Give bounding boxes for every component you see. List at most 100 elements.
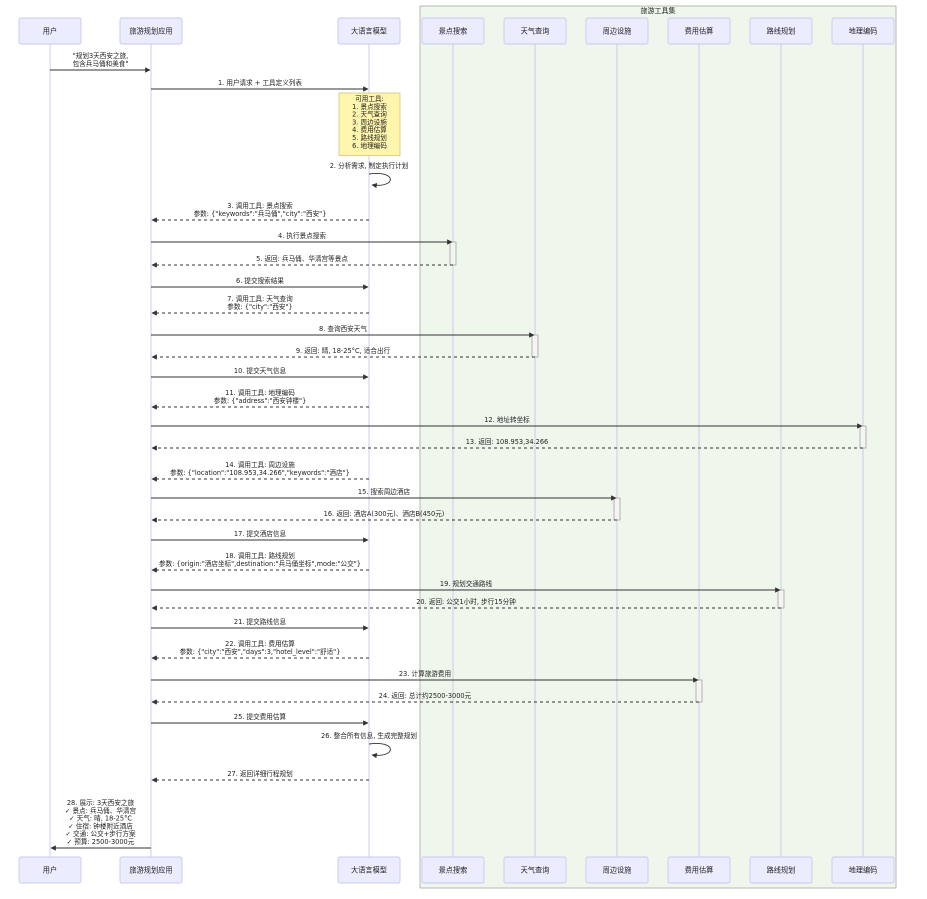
activation-spot bbox=[449, 241, 457, 266]
message-3: 2. 分析需求, 制定执行计划 bbox=[330, 161, 409, 189]
actor-label-weather-bottom: 天气查询 bbox=[521, 866, 550, 875]
lifeline-layer bbox=[49, 44, 864, 857]
message-7: 6. 提交搜索结果 bbox=[151, 276, 369, 290]
actor-box-user-bottom bbox=[18, 856, 82, 884]
actor-box-nearby-top bbox=[585, 17, 649, 45]
message-17: 16. 返回: 酒店A(300元)、酒店B(450元) bbox=[151, 509, 617, 523]
note-line: 5. 路线规划 bbox=[352, 133, 387, 142]
message-14: 13. 返回: 108.953,34.266 bbox=[151, 438, 863, 451]
message-2: 1. 用户请求 + 工具定义列表 bbox=[151, 78, 369, 92]
message-27: 26. 整合所有信息, 生成完整规划 bbox=[321, 731, 417, 759]
actor-box-llm-bottom bbox=[337, 856, 401, 884]
tools-note bbox=[338, 92, 401, 156]
message-label: 参数: {"location":"108.953,34.266","keywor… bbox=[170, 468, 350, 477]
message-label: 7. 调用工具: 天气查询 bbox=[227, 294, 293, 303]
self-arrow bbox=[368, 172, 391, 189]
message-label: 21. 提交路线信息 bbox=[234, 617, 287, 626]
message-6: 5. 返回: 兵马俑、华清宫等景点 bbox=[151, 254, 453, 268]
activation-weather bbox=[531, 334, 539, 358]
actor-box-spot-top bbox=[421, 17, 485, 45]
message-28: 27. 返回详细行程规划 bbox=[151, 769, 369, 783]
actor-label-spot-top: 景点搜索 bbox=[439, 27, 468, 36]
actor-box-user-top bbox=[18, 17, 82, 45]
actor-box-geo-bottom bbox=[831, 856, 895, 884]
message-label: 参数: {origin:"酒店坐标",destination:"兵马俑坐标",m… bbox=[159, 559, 361, 568]
actor-label-llm-bottom: 大语言模型 bbox=[351, 866, 387, 875]
actor-label-app-top: 旅游规划应用 bbox=[129, 27, 172, 36]
actor-box-llm-top bbox=[337, 17, 401, 45]
actor-layer: 用户用户旅游规划应用旅游规划应用大语言模型大语言模型景点搜索景点搜索天气查询天气… bbox=[18, 17, 895, 884]
activation-route bbox=[777, 589, 785, 609]
actor-label-app-bottom: 旅游规划应用 bbox=[129, 866, 172, 875]
actor-box-spot-bottom bbox=[421, 856, 485, 884]
note-line: 可用工具: bbox=[355, 95, 384, 103]
message-label: 17. 提交酒店信息 bbox=[234, 529, 287, 538]
note-line: 2. 天气查询 bbox=[352, 110, 387, 119]
message-16: 15. 搜索周边酒店 bbox=[151, 487, 617, 501]
actor-box-app-top bbox=[119, 17, 183, 45]
message-24: 23. 计算旅游费用 bbox=[151, 669, 699, 683]
message-label: ✓ 景点: 兵马俑、华清宫 bbox=[65, 806, 137, 815]
actor-box-nearby-bottom bbox=[585, 856, 649, 884]
actor-label-route-bottom: 路线规划 bbox=[767, 866, 796, 875]
message-label: ✓ 住宿: 钟楼附近酒店 bbox=[68, 821, 133, 830]
message-label: 6. 提交搜索结果 bbox=[236, 276, 284, 285]
actor-box-weather-top bbox=[503, 17, 567, 45]
message-label: 24. 返回: 总计约2500-3000元 bbox=[379, 691, 472, 700]
actor-label-nearby-top: 周边设施 bbox=[603, 27, 632, 36]
activation-cost bbox=[695, 679, 703, 703]
message-11: 10. 提交天气信息 bbox=[151, 366, 369, 380]
message-label: 参数: {"keywords":"兵马俑","city":"西安"} bbox=[194, 209, 327, 218]
activation-nearby bbox=[613, 497, 621, 521]
message-26: 25. 提交费用估算 bbox=[151, 712, 369, 726]
message-22: 21. 提交路线信息 bbox=[151, 617, 369, 631]
message-label: 1. 用户请求 + 工具定义列表 bbox=[218, 78, 302, 87]
message-29: 28. 展示: 3天西安之旅✓ 景点: 兵马俑、华清宫✓ 天气: 晴, 18-2… bbox=[50, 798, 151, 851]
actor-box-cost-bottom bbox=[667, 856, 731, 884]
message-label: 12. 地址转坐标 bbox=[484, 415, 530, 424]
note-line: 4. 费用估算 bbox=[352, 125, 387, 134]
message-label: 16. 返回: 酒店A(300元)、酒店B(450元) bbox=[324, 509, 445, 518]
actor-box-geo-top bbox=[831, 17, 895, 45]
message-1: "规划3天西安之旅,包含兵马俑和美食" bbox=[50, 51, 151, 73]
message-label: ✓ 天气: 晴, 18-25°C bbox=[69, 814, 132, 823]
actor-label-nearby-bottom: 周边设施 bbox=[603, 866, 632, 875]
actor-label-user-top: 用户 bbox=[43, 27, 57, 36]
actor-label-cost-bottom: 费用估算 bbox=[685, 866, 714, 875]
message-label: 13. 返回: 108.953,34.266 bbox=[466, 438, 549, 446]
actor-label-spot-bottom: 景点搜索 bbox=[439, 866, 468, 875]
message-9: 8. 查询西安天气 bbox=[151, 324, 535, 338]
message-label: 27. 返回详细行程规划 bbox=[227, 769, 293, 778]
message-20: 19. 规划交通路线 bbox=[151, 579, 781, 593]
message-label: 28. 展示: 3天西安之旅 bbox=[67, 798, 135, 807]
message-label: ✓ 交通: 公交+步行方案 bbox=[65, 829, 136, 838]
message-label: 19. 规划交通路线 bbox=[440, 579, 493, 588]
message-label: 2. 分析需求, 制定执行计划 bbox=[330, 161, 409, 170]
message-label: "规划3天西安之旅, bbox=[73, 51, 128, 60]
message-label: 10. 提交天气信息 bbox=[234, 366, 287, 375]
message-18: 17. 提交酒店信息 bbox=[151, 529, 369, 543]
actor-label-user-bottom: 用户 bbox=[43, 866, 57, 875]
note-line: 1. 景点搜索 bbox=[352, 102, 387, 111]
message-label: 14. 调用工具: 周边设施 bbox=[225, 460, 295, 469]
activation-geo bbox=[859, 425, 867, 449]
actor-box-route-top bbox=[749, 17, 813, 45]
message-label: 参数: {"city":"西安","days":3,"hotel_level":… bbox=[180, 647, 341, 656]
actor-label-geo-bottom: 地理编码 bbox=[849, 866, 878, 875]
note-line: 6. 地理编码 bbox=[352, 141, 387, 150]
message-13: 12. 地址转坐标 bbox=[151, 415, 863, 429]
message-label: 参数: {"city":"西安"} bbox=[227, 302, 292, 311]
actor-label-route-top: 路线规划 bbox=[767, 27, 796, 36]
message-label: 包含兵马俑和美食" bbox=[73, 59, 129, 68]
message-label: 8. 查询西安天气 bbox=[319, 324, 367, 333]
tool-group-box bbox=[419, 5, 897, 889]
message-label: 20. 返回: 公交1小时, 步行15分钟 bbox=[416, 597, 516, 606]
tool-group-layer: 旅游工具集 bbox=[419, 5, 897, 889]
